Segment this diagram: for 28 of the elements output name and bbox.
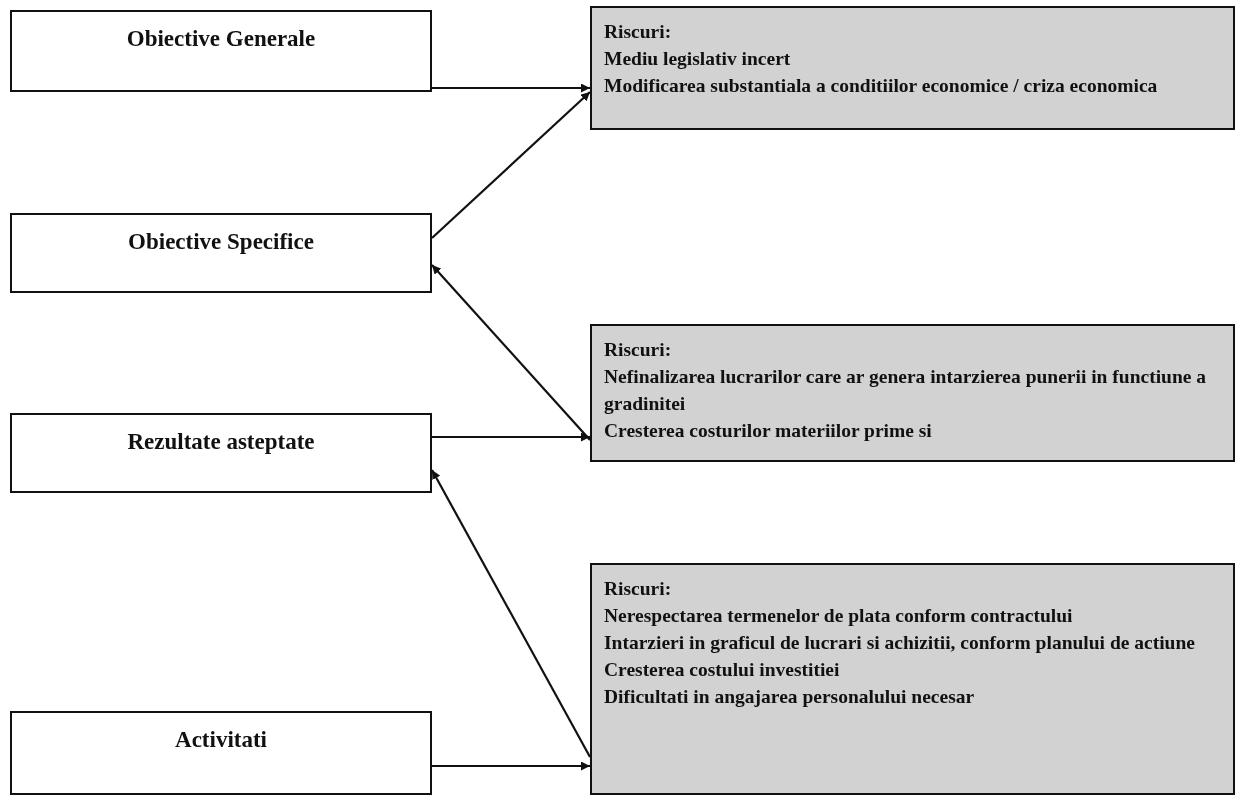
risk-heading: Riscuri: [604,577,673,601]
arrow [432,432,590,442]
risk-item: Dificultati in angajarea personalului necesar [604,685,976,709]
level-box [10,10,432,92]
risk-item: Mediu legislativ incert [604,47,792,71]
risk-heading: Riscuri: [604,338,673,362]
risk-item: Cresterea costului investitiei [604,658,841,682]
arrow [431,469,591,758]
level-box [10,213,432,293]
level-box [10,413,432,493]
arrow [431,264,591,441]
arrow [432,761,590,771]
arrow [432,83,590,93]
level-box [10,711,432,795]
risk-item: Modificarea substantiala a conditiilor economice / criza economica [604,74,1159,98]
level-label: Obiective Specifice [128,229,314,256]
risk-item: Intarzieri in graficul de lucrari si achizitii, conform planului de actiune [604,631,1196,655]
level-label: Obiective Generale [126,26,316,53]
level-label: Activitati [175,727,267,754]
arrow [431,91,591,239]
level-label: Rezultate asteptate [127,429,315,456]
risk-box [590,563,1235,795]
risk-box [590,324,1235,462]
risk-heading: Riscuri: [604,20,673,44]
risk-item: Nefinalizarea lucrarilor care ar genera intarzierea punerii in functiune a gradinitei [604,365,1208,416]
risk-item: Cresterea costurilor materiilor prime si [604,419,933,443]
risk-item: Nerespectarea termenelor de plata conform contractului [604,604,1074,628]
risk-box [590,6,1235,130]
